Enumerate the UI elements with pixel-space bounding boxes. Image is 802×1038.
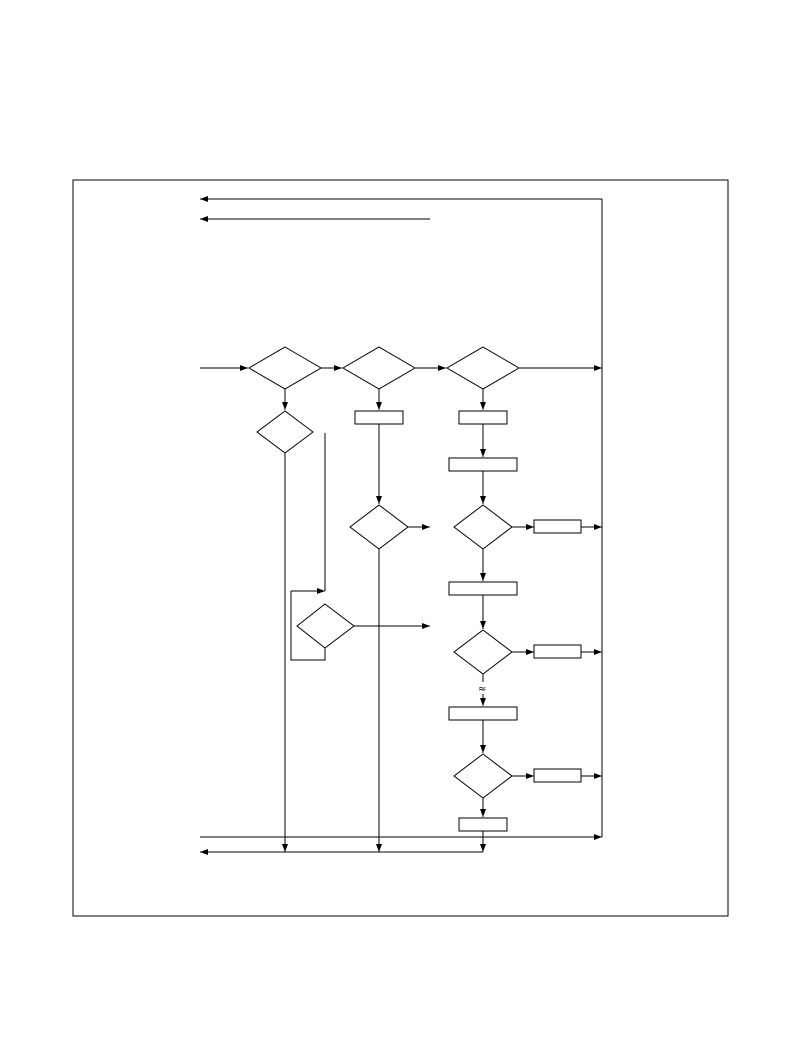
decision-6: [349, 504, 409, 550]
process-box-7: [448, 706, 518, 721]
process-box-3: [448, 457, 518, 472]
diagram-frame: [72, 179, 729, 917]
process-box-2: [458, 410, 508, 425]
process-box-9: [458, 817, 508, 832]
decision-1: [248, 346, 322, 390]
process-box-1: [354, 410, 404, 425]
loop-back-path: [290, 591, 326, 661]
process-box-8: [533, 768, 582, 783]
decision-5: [296, 603, 355, 649]
break-mark: ≈: [478, 684, 486, 695]
decision-7: [453, 504, 513, 550]
process-box-4: [533, 519, 582, 534]
decision-2: [342, 346, 416, 390]
decision-3: [446, 346, 520, 390]
decision-8: [453, 629, 513, 675]
process-box-5: [448, 581, 518, 596]
decision-4: [256, 410, 314, 454]
process-box-6: [533, 644, 582, 659]
decision-9: [453, 753, 513, 799]
